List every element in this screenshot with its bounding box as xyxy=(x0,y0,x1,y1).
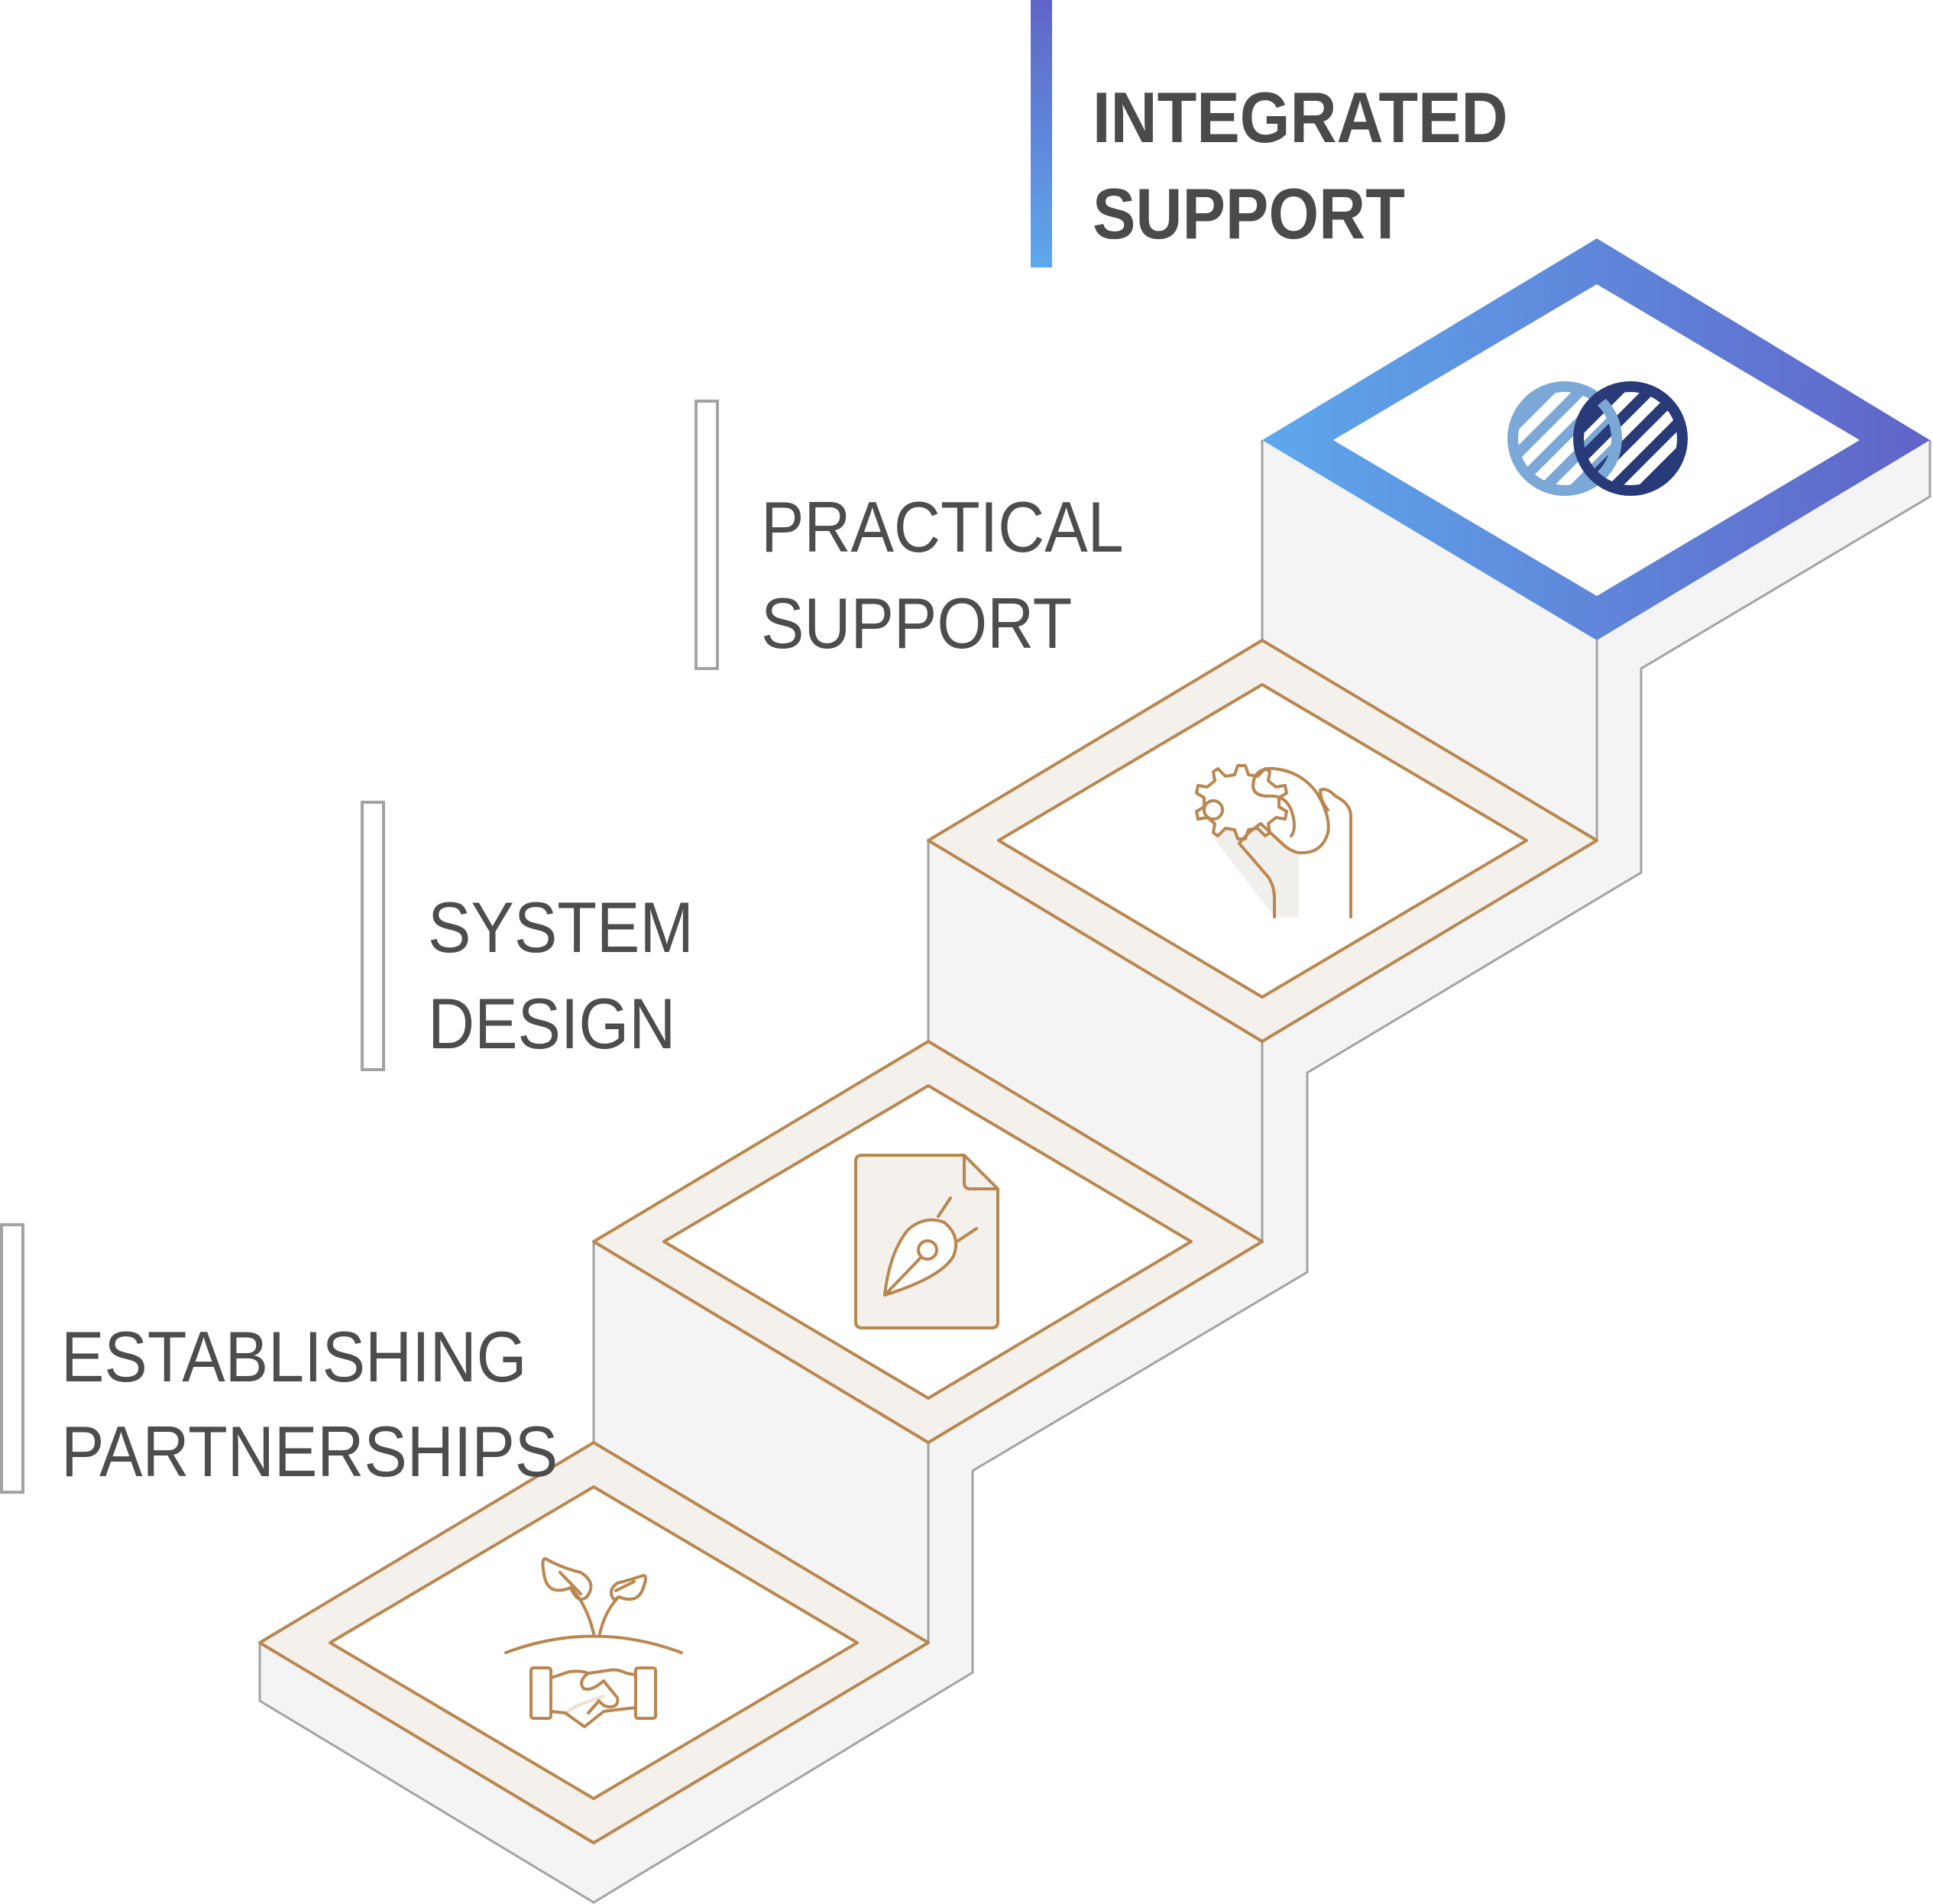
label-establishing-partnerships: ESTABLISHING PARTNERSHIPS xyxy=(61,1316,558,1491)
label-line-2: DESIGN xyxy=(428,983,675,1064)
label-line-1: SYSTEM xyxy=(428,887,694,967)
label-bar-practical-support xyxy=(695,400,719,670)
tile-inner xyxy=(329,1485,859,1800)
label-line-1: PRACTICAL xyxy=(761,487,1124,567)
label-line-1: INTEGRATED xyxy=(1093,77,1508,157)
pen-nib-document-icon xyxy=(854,1154,999,1329)
step-tile-establishing-partnerships xyxy=(258,1441,930,1844)
label-line-2: SUPPORT xyxy=(1093,173,1405,254)
label-practical-support: PRACTICAL SUPPORT xyxy=(761,487,1124,663)
label-line-2: SUPPORT xyxy=(761,583,1072,663)
label-bar-establishing-partnerships xyxy=(0,1223,24,1494)
label-bar-system-design xyxy=(361,801,385,1071)
staircase-outline xyxy=(258,440,1931,1904)
label-integrated-support: INTEGRATED SUPPORT xyxy=(1093,77,1508,254)
hand-gear-icon xyxy=(1195,764,1352,918)
circle-right xyxy=(1573,381,1688,496)
label-line-2: PARTNERSHIPS xyxy=(61,1411,558,1491)
label-bar-integrated-support xyxy=(1031,0,1052,267)
label-line-1: ESTABLISHING xyxy=(61,1316,526,1397)
circle-left xyxy=(1507,381,1622,496)
label-system-design: SYSTEM DESIGN xyxy=(428,887,694,1064)
handshake-sprout-icon xyxy=(504,1557,683,1728)
